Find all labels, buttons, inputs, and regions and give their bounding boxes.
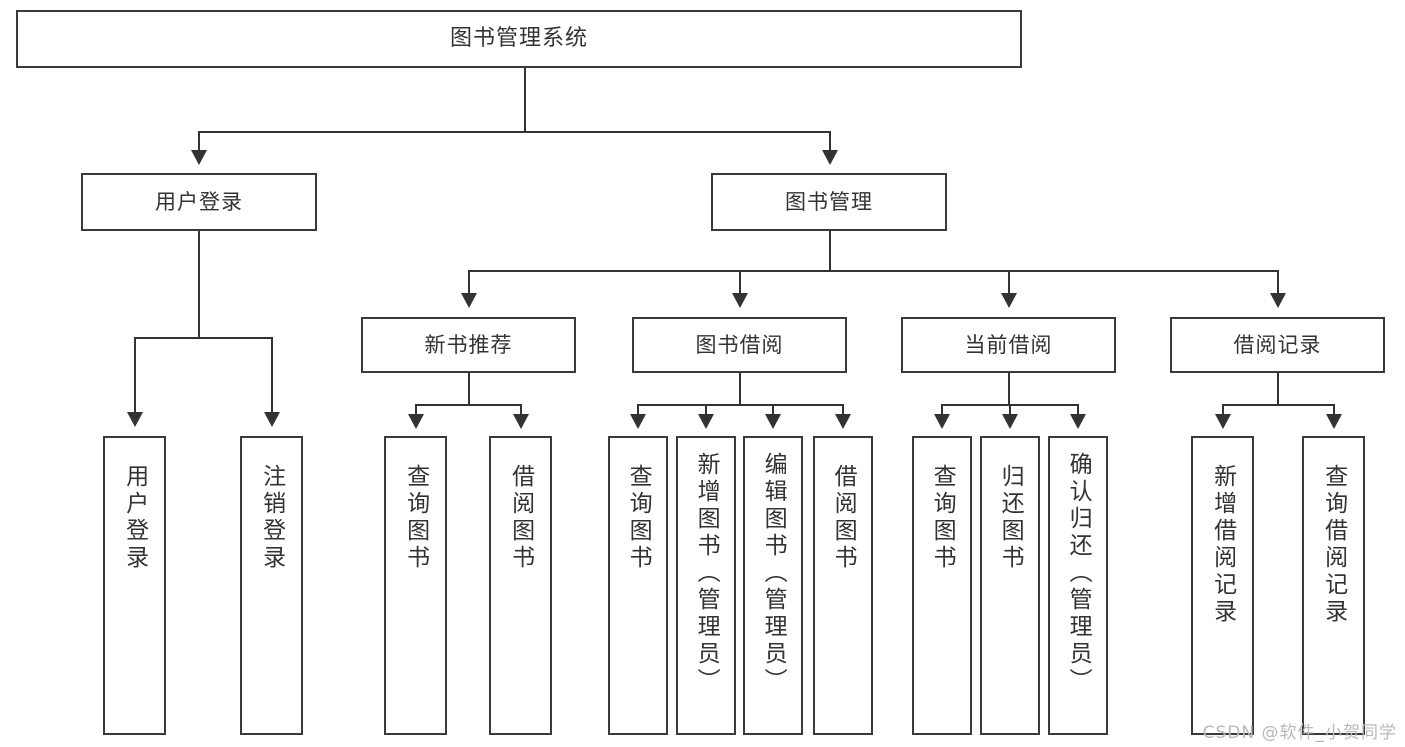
connector-root-drop-2 [829,131,831,153]
leaf-query-book-recommend[interactable]: 查询图书 [384,436,447,735]
leaf-query-borrow-record[interactable]: 查询借阅记录 [1302,436,1365,735]
connector-borrow-record-bus [1222,404,1334,406]
node-new-book-recommend[interactable]: 新书推荐 [361,317,576,373]
connector-book-manage-drop-3 [1008,270,1010,296]
connector-book-borrow-bus [637,404,843,406]
connector-book-borrow-drop-1 [637,404,639,416]
node-root-system[interactable]: 图书管理系统 [16,10,1022,68]
leaf-borrow-book-recommend[interactable]: 借阅图书 [489,436,552,735]
leaf-user-login[interactable]: 用户登录 [103,436,166,735]
arrow-to-query-book-1 [408,414,424,429]
arrow-to-book-manage [822,150,838,165]
node-label: 归还图书 [997,464,1024,572]
connector-root-trunk [524,68,526,132]
arrow-to-borrow-book-2 [835,414,851,429]
leaf-confirm-return-admin[interactable]: 确认归还（管理员） [1048,436,1108,735]
arrow-to-logout-leaf [264,412,280,427]
connector-book-manage-drop-4 [1277,270,1279,296]
arrow-to-current-borrow [1001,293,1017,308]
arrow-to-borrow-record [1270,293,1286,308]
connector-book-borrow-drop-3 [772,404,774,416]
connector-borrow-record-drop-2 [1333,404,1335,416]
connector-root-drop-1 [198,131,200,153]
node-label: 图书借阅 [695,332,784,357]
node-label: 新书推荐 [424,332,513,357]
connector-user-login-trunk [198,231,200,338]
connector-borrow-record-trunk [1277,373,1279,405]
node-label: 查询图书 [625,464,652,572]
node-book-borrow[interactable]: 图书借阅 [632,317,847,373]
leaf-logout[interactable]: 注销登录 [240,436,303,735]
leaf-add-borrow-record[interactable]: 新增借阅记录 [1191,436,1254,735]
connector-book-manage-drop-2 [739,270,741,296]
arrow-to-edit-book [765,414,781,429]
node-label: 用户登录 [121,464,148,572]
node-label: 查询图书 [402,464,429,572]
connector-book-borrow-drop-4 [842,404,844,416]
arrow-to-query-book-2 [630,414,646,429]
node-label: 借阅图书 [830,464,857,572]
connector-current-borrow-drop-2 [1009,404,1011,416]
node-label: 当前借阅 [964,332,1053,357]
leaf-query-book-current[interactable]: 查询图书 [912,436,972,735]
connector-book-borrow-trunk [739,373,741,405]
connector-user-login-drop-2 [271,337,273,415]
node-label: 确认归还（管理员） [1065,452,1092,695]
connector-book-manage-bus [468,270,1278,272]
connector-new-book-trunk [468,373,470,405]
connector-new-book-bus [415,404,521,406]
connector-user-login-drop-1 [134,337,136,415]
node-user-login[interactable]: 用户登录 [81,173,317,231]
node-label: 用户登录 [155,189,243,214]
connector-user-login-bus [134,337,272,339]
connector-new-book-drop-2 [520,404,522,416]
connector-current-borrow-drop-1 [941,404,943,416]
arrow-to-user-login [191,150,207,165]
arrow-to-confirm-return [1070,414,1086,429]
leaf-query-book-borrow[interactable]: 查询图书 [608,436,668,735]
leaf-borrow-book[interactable]: 借阅图书 [813,436,873,735]
connector-borrow-record-drop-1 [1222,404,1224,416]
arrow-to-new-book-recommend [461,293,477,308]
arrow-to-query-borrow-record [1326,414,1342,429]
leaf-return-book[interactable]: 归还图书 [980,436,1040,735]
node-label: 编辑图书（管理员） [760,452,787,695]
connector-root-bus [198,131,830,133]
node-label: 借阅图书 [507,464,534,572]
connector-new-book-drop-1 [415,404,417,416]
connector-book-manage-trunk [829,231,831,271]
arrow-to-add-book [698,414,714,429]
arrow-to-borrow-book-1 [513,414,529,429]
node-borrow-record[interactable]: 借阅记录 [1170,317,1385,373]
node-label: 注销登录 [258,464,285,572]
connector-book-borrow-drop-2 [705,404,707,416]
node-label: 查询借阅记录 [1320,464,1347,626]
arrow-to-return-book [1002,414,1018,429]
connector-current-borrow-drop-3 [1077,404,1079,416]
node-label: 新增借阅记录 [1209,464,1236,626]
leaf-edit-book-admin[interactable]: 编辑图书（管理员） [743,436,803,735]
node-book-manage[interactable]: 图书管理 [711,173,947,231]
node-label: 借阅记录 [1233,332,1322,357]
node-current-borrow[interactable]: 当前借阅 [901,317,1116,373]
node-label: 图书管理 [785,189,873,214]
arrow-to-query-book-3 [934,414,950,429]
node-label: 图书管理系统 [449,26,588,52]
connector-book-manage-drop-1 [468,270,470,296]
leaf-add-book-admin[interactable]: 新增图书（管理员） [676,436,736,735]
node-label: 新增图书（管理员） [693,452,720,695]
arrow-to-book-borrow [732,293,748,308]
connector-current-borrow-trunk [1008,373,1010,405]
arrow-to-user-login-leaf [127,412,143,427]
node-label: 查询图书 [929,464,956,572]
arrow-to-add-borrow-record [1215,414,1231,429]
